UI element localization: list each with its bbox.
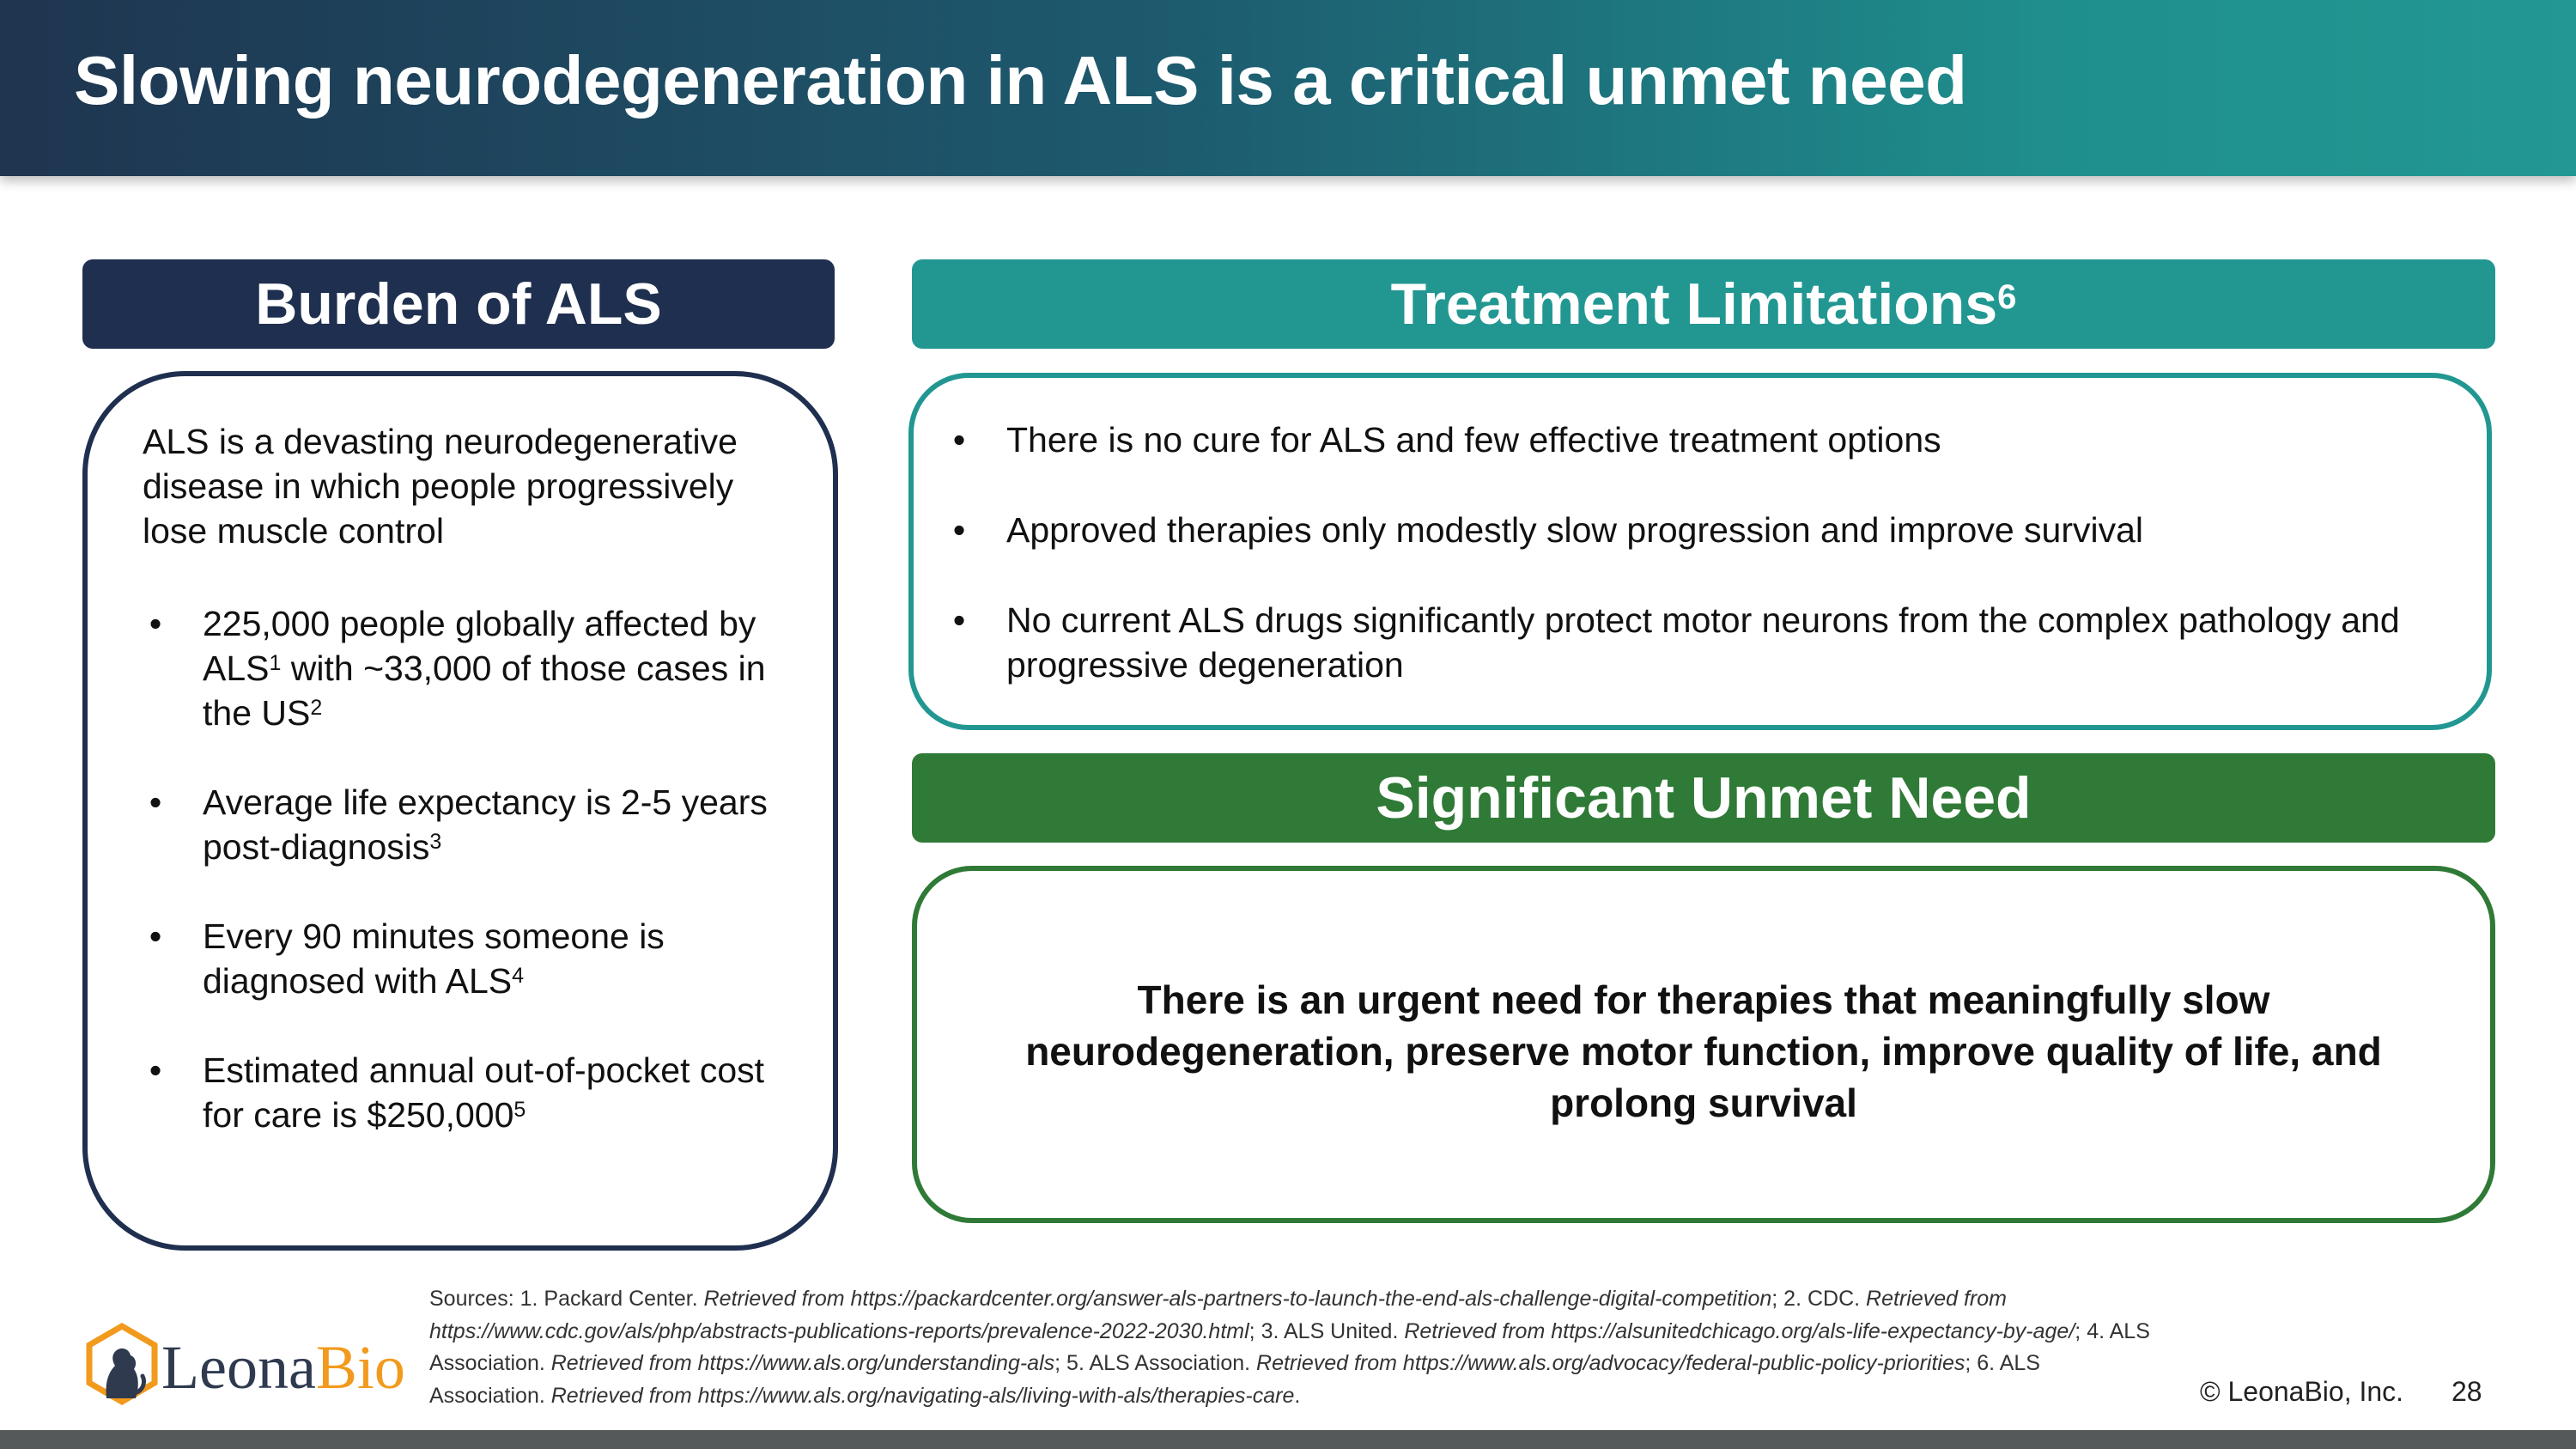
unmet-need-panel: There is an urgent need for therapies th… (912, 866, 2495, 1223)
source-number: 1. (519, 1287, 544, 1311)
source-retrieved: Retrieved from https://www.als.org/under… (550, 1351, 1055, 1375)
bullet-text: No current ALS drugs significantly prote… (1006, 600, 2400, 685)
source-number: 5. (1066, 1351, 1090, 1375)
logo-wordmark: LeonaBio (161, 1333, 405, 1402)
bullet-dot: • (149, 916, 162, 956)
source-number: 4. (2087, 1318, 2110, 1343)
bullet-dot: • (149, 1050, 162, 1090)
source-retrieved: Retrieved from https://www.cdc.gov/als/p… (429, 1287, 2007, 1343)
treatment-header-text: Treatment Limitations (1390, 271, 1998, 337)
footnote-ref: 3 (429, 830, 442, 854)
burden-header: Burden of ALS (82, 259, 835, 349)
bullet-text: with ~33,000 of those cases in the US (203, 648, 766, 733)
source-separator: ; (1965, 1351, 1978, 1375)
source-number: 3. (1261, 1318, 1284, 1343)
bullet-text: Every 90 minutes someone is diagnosed wi… (203, 916, 665, 1001)
source-separator: . (1294, 1383, 1301, 1408)
burden-bullet-list: • 225,000 people globally affected by AL… (143, 601, 795, 1182)
burden-intro: ALS is a devasting neurodegenerative dis… (143, 422, 738, 551)
source-retrieved: Retrieved from https://alsunitedchicago.… (1404, 1318, 2075, 1343)
unmet-need-statement: There is an urgent need for therapies th… (1025, 977, 2382, 1125)
list-item: • No current ALS drugs significantly pro… (946, 598, 2475, 687)
source-org: Packard Center. (544, 1287, 704, 1311)
logo-word-leona: Leona (161, 1333, 316, 1402)
list-item: • There is no cure for ALS and few effec… (946, 417, 2475, 462)
page-number: 28 (2451, 1376, 2482, 1407)
bullet-dot: • (149, 604, 162, 643)
source-number: 6. (1977, 1351, 2000, 1375)
source-org: ALS Association. (429, 1351, 2040, 1408)
lion-hexagon-icon (86, 1323, 158, 1406)
bullet-text: Average life expectancy is 2-5 years pos… (203, 782, 768, 867)
source-separator: ; (1249, 1318, 1261, 1343)
source-org: ALS United. (1283, 1318, 1405, 1343)
footnote-ref: 4 (512, 964, 525, 988)
bullet-text: There is no cure for ALS and few effecti… (1006, 420, 1941, 460)
source-org: CDC. (1807, 1287, 1867, 1311)
treatment-header: Treatment Limitations6 (912, 259, 2495, 349)
burden-panel: ALS is a devasting neurodegenerative dis… (82, 371, 838, 1251)
list-item: • Approved therapies only modestly slow … (946, 508, 2475, 552)
logo-word-bio: Bio (315, 1333, 405, 1402)
source-separator: ; (1771, 1287, 1784, 1311)
slide-title: Slowing neurodegeneration in ALS is a cr… (74, 42, 1967, 119)
bullet-dot: • (952, 600, 966, 640)
company-logo: LeonaBio (82, 1323, 426, 1409)
source-retrieved: Retrieved from https://packardcenter.org… (703, 1287, 1772, 1311)
sources-footnote: Sources: 1. Packard Center. Retrieved fr… (429, 1283, 2155, 1412)
footnote-ref: 1 (269, 651, 282, 675)
source-number: 2. (1783, 1287, 1807, 1311)
title-bar: Slowing neurodegeneration in ALS is a cr… (0, 0, 2576, 176)
source-org: ALS Association. (1089, 1351, 1257, 1375)
bullet-text: Estimated annual out-of-pocket cost for … (203, 1050, 765, 1135)
source-retrieved: Retrieved from https://www.als.org/navig… (550, 1383, 1295, 1408)
unmet-need-header: Significant Unmet Need (912, 753, 2495, 843)
list-item: • Estimated annual out-of-pocket cost fo… (143, 1048, 795, 1137)
list-item: • Average life expectancy is 2-5 years p… (143, 780, 795, 869)
sources-label: Sources: (429, 1287, 520, 1311)
list-item: • 225,000 people globally affected by AL… (143, 601, 795, 735)
bullet-dot: • (149, 782, 162, 822)
source-retrieved: Retrieved from https://www.als.org/advoc… (1256, 1351, 1965, 1375)
treatment-bullet-list: • There is no cure for ALS and few effec… (946, 417, 2475, 733)
source-separator: ; (2075, 1318, 2087, 1343)
list-item: • Every 90 minutes someone is diagnosed … (143, 914, 795, 1003)
footnote-ref: 6 (1997, 278, 2017, 316)
source-org: ALS Association. (429, 1318, 2150, 1376)
bullet-text: Approved therapies only modestly slow pr… (1006, 510, 2144, 550)
bullet-text: 225,000 people globally affected by ALS (203, 604, 756, 688)
source-separator: ; (1054, 1351, 1067, 1375)
bottom-strip (0, 1430, 2576, 1449)
copyright-text: © LeonaBio, Inc. (2200, 1376, 2404, 1407)
bullet-dot: • (952, 420, 966, 460)
bullet-dot: • (952, 510, 966, 550)
treatment-panel: • There is no cure for ALS and few effec… (908, 373, 2492, 730)
footnote-ref: 5 (513, 1098, 526, 1122)
footnote-ref: 2 (310, 696, 323, 720)
